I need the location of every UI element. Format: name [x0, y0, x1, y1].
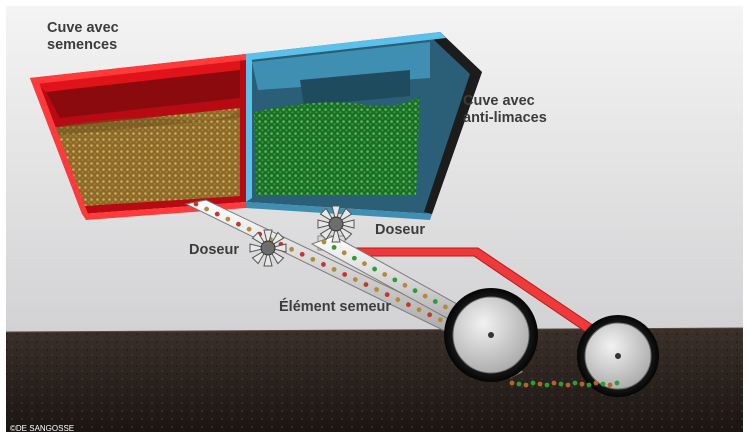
pellet-granule — [422, 293, 428, 299]
doser-right-label: Doseur — [375, 222, 425, 238]
rear-wheel — [577, 315, 659, 397]
pellet-granule — [412, 288, 418, 294]
seed-granule — [236, 221, 241, 227]
sown-granule — [558, 381, 564, 387]
pellet-granule — [351, 255, 357, 261]
seed-granule — [289, 246, 294, 252]
pellet-granule — [372, 266, 377, 272]
doser-rotor-icon — [317, 205, 355, 243]
pellet-granule — [432, 299, 438, 304]
seed-hopper-label-line2: semences — [47, 37, 118, 53]
pellet-granule — [402, 282, 408, 288]
pellet-granule — [362, 261, 367, 267]
seed-granule — [395, 297, 401, 303]
seed-granule — [193, 201, 199, 207]
sown-granule — [565, 382, 571, 388]
anti-slug-hopper-label: Cuve avec anti-limaces — [463, 93, 593, 127]
sown-granule — [600, 381, 606, 387]
seed-granule — [416, 307, 422, 313]
seed-granule — [342, 272, 348, 277]
sown-granule — [537, 381, 543, 387]
anti-slug-hopper-label-line2: anti-limaces — [463, 110, 547, 126]
sown-granule — [523, 382, 529, 388]
seed-granule — [374, 287, 379, 292]
seed-granule — [225, 216, 231, 222]
seed-granule — [204, 206, 210, 212]
seed-granule — [246, 226, 252, 232]
seed-granule — [321, 262, 326, 267]
seed-granule — [406, 302, 411, 308]
sown-granule — [509, 380, 515, 386]
front-wheel — [444, 288, 538, 382]
pellet-granule — [321, 239, 327, 245]
sown-granule — [530, 380, 536, 386]
sown-granule — [544, 382, 550, 388]
seed-granule — [352, 277, 358, 282]
pellet-granule — [443, 304, 448, 310]
sown-granule — [572, 380, 578, 386]
sown-granule — [551, 380, 557, 386]
seed-granule — [310, 256, 316, 262]
seed-hopper-label-line1: Cuve avec — [47, 20, 119, 36]
seed-granule — [299, 251, 305, 257]
doser-left-label: Doseur — [189, 242, 239, 258]
seed-granule — [384, 292, 390, 298]
pellet-granule — [341, 250, 347, 256]
seed-granule — [331, 267, 337, 272]
seed-granule — [214, 211, 220, 217]
seed-hopper-label: Cuve avec semences — [47, 20, 167, 54]
pellet-granule — [331, 245, 337, 250]
sown-granule — [516, 381, 522, 387]
seed-granule — [427, 312, 433, 318]
anti-slug-hopper-label-line1: Cuve avec — [463, 93, 535, 109]
seed-granule — [363, 282, 369, 287]
sown-granule — [593, 380, 599, 386]
copyright-text: ©DE SANGOSSE — [10, 424, 75, 433]
sown-row — [509, 380, 620, 388]
doser-rotor-icon — [249, 229, 287, 267]
pellet-granule — [392, 277, 398, 283]
sown-granule — [607, 382, 613, 388]
ground — [5, 327, 744, 432]
pellet-granule — [382, 272, 388, 277]
sown-granule — [586, 382, 592, 388]
sowing-element-label: Élément semeur — [279, 299, 392, 315]
sown-granule — [614, 380, 620, 386]
seed-granule — [437, 317, 443, 323]
sown-granule — [579, 381, 585, 387]
